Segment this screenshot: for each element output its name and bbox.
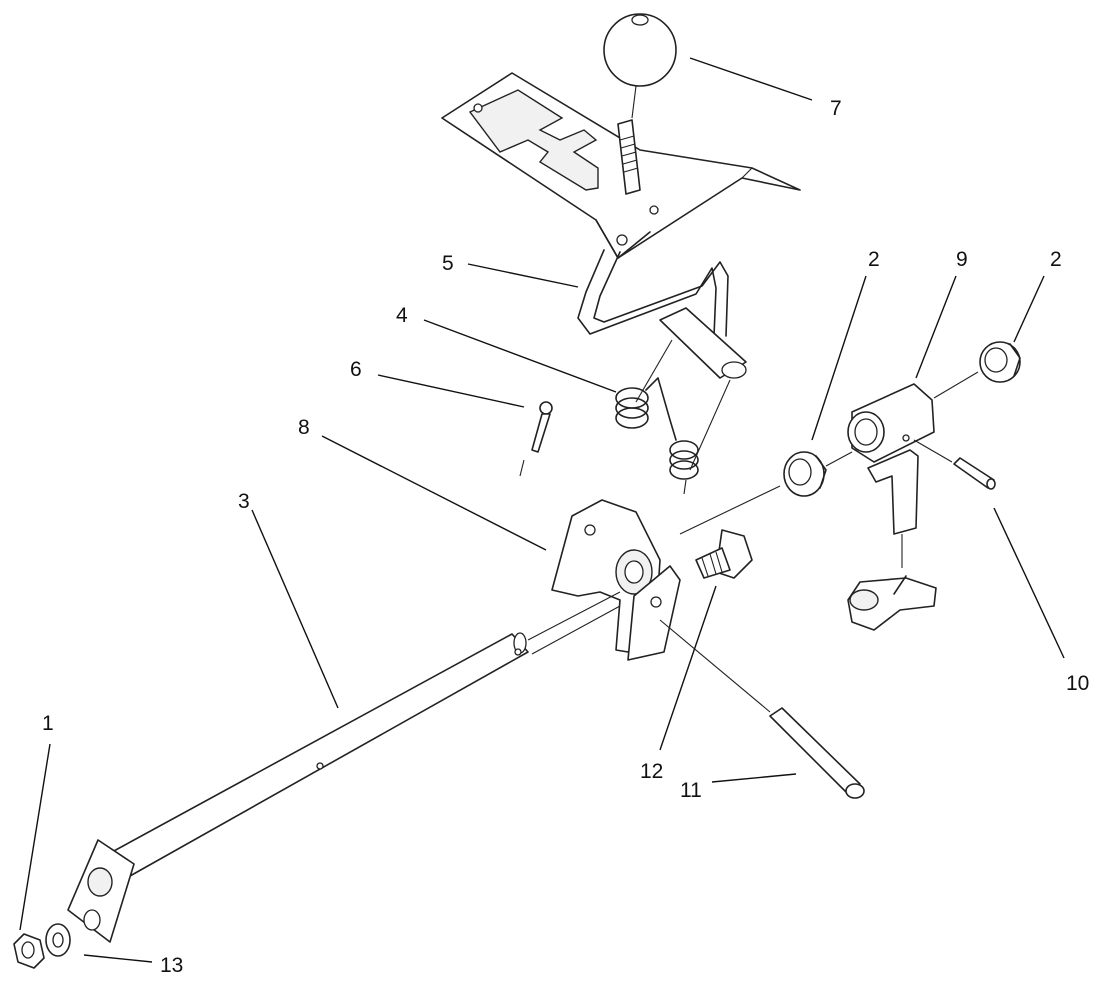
pivot-base-plate (847, 575, 937, 631)
callout-6: 6 (350, 358, 362, 381)
roll-pin (913, 439, 996, 490)
callout-3: 3 (238, 490, 250, 513)
callout-5: 5 (442, 252, 454, 275)
callout-13: 13 (160, 954, 183, 977)
mounting-bracket (551, 499, 681, 661)
callout-9: 9 (956, 248, 968, 271)
leader-lines (19, 57, 1065, 963)
callout-8: 8 (298, 416, 310, 439)
shaft-end-plate (67, 839, 135, 943)
torsion-spring (615, 377, 699, 495)
shift-gate-plate (441, 72, 801, 259)
pivot-block (847, 383, 935, 568)
shift-knob (603, 13, 677, 119)
assembly-axis-lines (679, 371, 979, 535)
shifter-threaded-rod (617, 119, 641, 195)
bolt (695, 529, 753, 579)
callout-10: 10 (1066, 672, 1089, 695)
clevis-pin (659, 619, 865, 799)
nut (13, 933, 45, 969)
callout-1: 1 (42, 712, 54, 735)
callout-2-right: 2 (1050, 248, 1062, 271)
shift-shaft (111, 591, 621, 877)
callout-2-left: 2 (868, 248, 880, 271)
callout-7: 7 (830, 97, 842, 120)
washer (45, 923, 71, 957)
cotter-pin (519, 401, 553, 477)
shift-lever-rod (577, 249, 729, 337)
bushing-left (783, 451, 827, 497)
callout-4: 4 (396, 304, 408, 327)
callout-12: 12 (640, 760, 663, 783)
callout-11: 11 (680, 779, 702, 802)
shift-arm-sleeve (635, 307, 747, 471)
bushing-right (979, 341, 1021, 383)
callout-labels: 7 5 4 6 8 3 2 9 2 10 12 11 1 13 (42, 97, 1089, 977)
